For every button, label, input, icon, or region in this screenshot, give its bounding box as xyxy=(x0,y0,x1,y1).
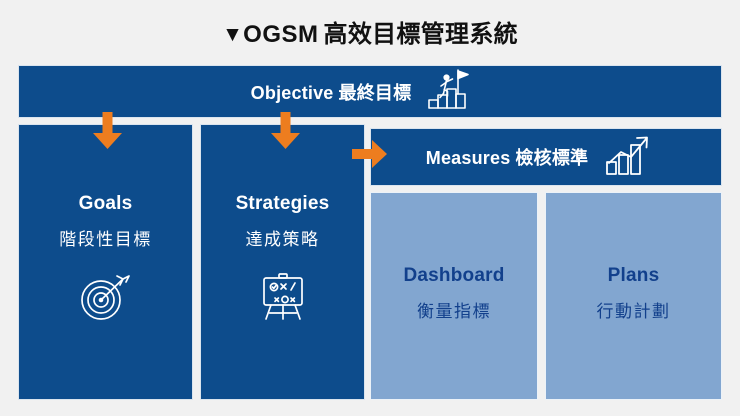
arrow-down-icon-objective-to-goals xyxy=(92,112,123,150)
dashboard-title-en: Dashboard xyxy=(403,265,505,286)
strategy-board-easel-icon xyxy=(256,272,310,322)
person-on-podium-with-flag-icon xyxy=(425,67,471,116)
goals-panel[interactable]: Goals 階段性目標 xyxy=(18,124,193,400)
title-latin: OGSM xyxy=(243,21,319,48)
strategies-panel-content: Strategies 達成策略 xyxy=(201,193,364,322)
strategies-panel[interactable]: Strategies 達成策略 xyxy=(200,124,365,400)
measures-cjk: 檢核標準 xyxy=(515,148,589,168)
strategies-title-en: Strategies xyxy=(235,193,330,214)
target-with-arrow-icon xyxy=(79,272,133,322)
dashboard-panel-content: Dashboard 衡量指標 xyxy=(371,265,537,322)
plans-panel[interactable]: Plans 行動計劃 xyxy=(545,192,722,400)
dashboard-panel[interactable]: Dashboard 衡量指標 xyxy=(370,192,538,400)
bar-chart-growth-icon xyxy=(604,133,652,182)
measures-latin: Measures xyxy=(425,148,511,168)
goals-panel-content: Goals 階段性目標 xyxy=(19,193,192,322)
title-triangle-icon: ▼ xyxy=(222,23,244,46)
title-cjk: 高效目標管理系統 xyxy=(323,21,518,48)
plans-panel-content: Plans 行動計劃 xyxy=(546,265,721,322)
arrow-right-icon-strategies-to-measures xyxy=(352,139,388,169)
goals-title-en: Goals xyxy=(78,193,133,214)
plans-title-cjk: 行動計劃 xyxy=(596,301,671,321)
arrow-down-icon-objective-to-strategies xyxy=(270,112,301,150)
objective-cjk: 最終目標 xyxy=(338,82,412,103)
dashboard-title-cjk: 衡量指標 xyxy=(417,301,491,321)
objective-latin: Objective xyxy=(250,82,334,103)
goals-title-cjk: 階段性目標 xyxy=(59,229,152,249)
strategies-title-cjk: 達成策略 xyxy=(245,229,320,249)
plans-title-en: Plans xyxy=(607,265,660,286)
